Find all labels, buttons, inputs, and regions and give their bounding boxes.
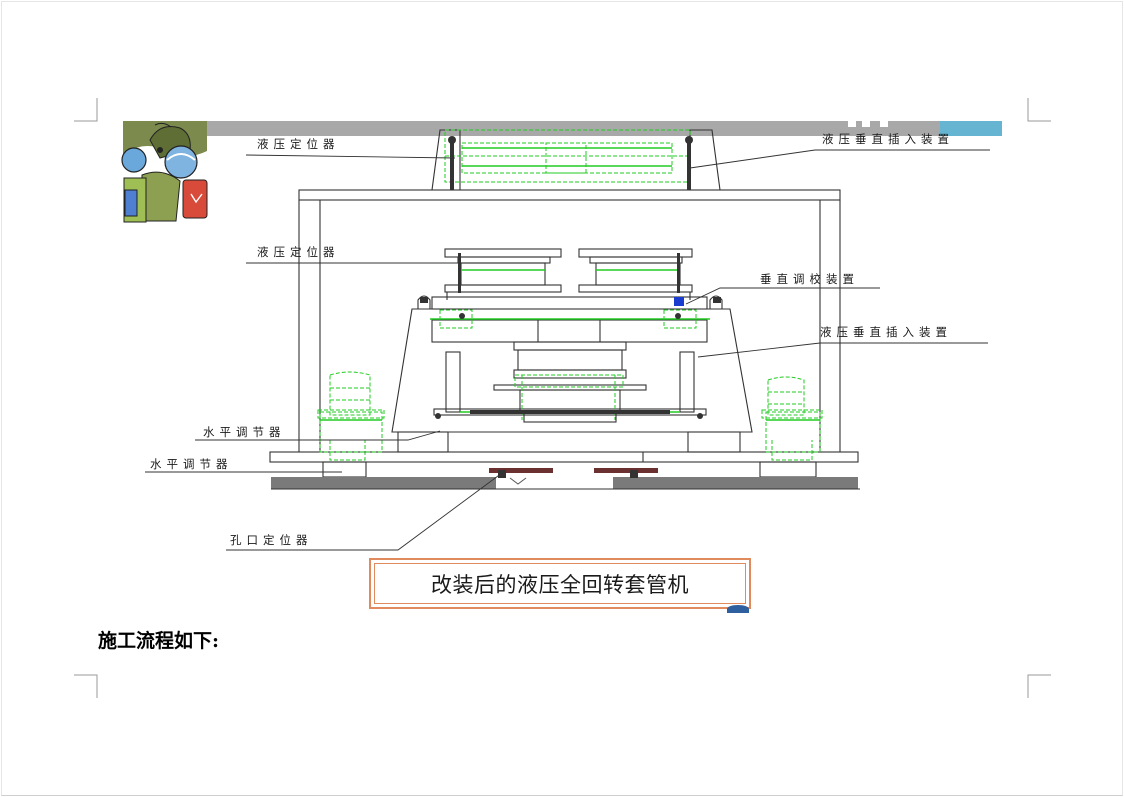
label-hyd-vertical-insert-mid: 液压垂直插入装置	[820, 325, 952, 339]
label-hyd-vertical-insert-top: 液压垂直插入装置	[822, 132, 954, 146]
workers-clipart-icon	[121, 121, 208, 223]
label-hole-locator: 孔口定位器	[230, 533, 313, 547]
ground-foundation	[271, 468, 860, 490]
crop-marks	[74, 98, 1051, 698]
label-hyd-locator-top: 液压定位器	[257, 137, 340, 151]
vertical-adjust-marker-icon	[674, 297, 684, 306]
figure-caption: 改装后的液压全回转套管机	[374, 563, 746, 604]
cylinder-rods	[420, 136, 721, 419]
frame-structure	[269, 129, 859, 478]
label-level-adjuster-upper: 水平调节器	[203, 425, 286, 439]
leader-lines	[145, 149, 990, 551]
label-vertical-adjust: 垂直调校装置	[760, 272, 859, 286]
diagram-labels: 液压定位器 液压垂直插入装置 液压定位器 垂直调校装置 液压垂直插入装置 水平调…	[150, 132, 954, 547]
label-hyd-locator-mid: 液压定位器	[257, 245, 340, 259]
hydraulic-lines	[320, 147, 820, 421]
caption-box: 改装后的液压全回转套管机	[369, 558, 751, 609]
header-bar	[205, 121, 1002, 136]
caption-decoration	[727, 605, 749, 613]
label-level-adjuster-lower: 水平调节器	[150, 457, 233, 471]
body-paragraph[interactable]: 施工流程如下:	[98, 630, 220, 652]
